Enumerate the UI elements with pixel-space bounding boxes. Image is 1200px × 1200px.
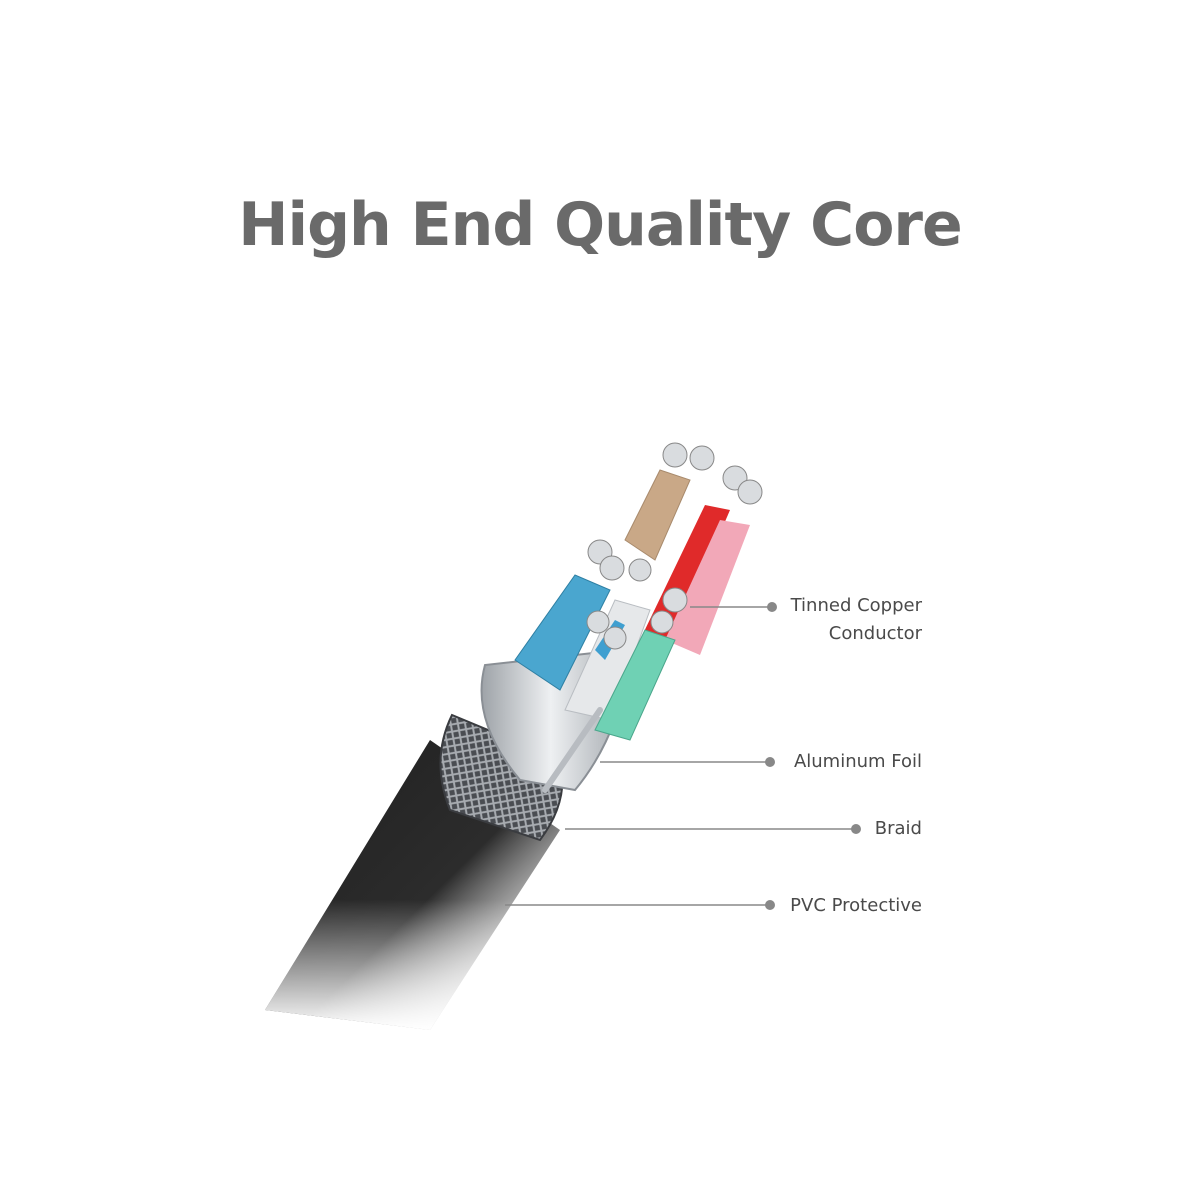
callout-tinned-copper	[690, 602, 777, 612]
label-tinned-copper-conductor: Tinned Copper Conductor	[760, 592, 922, 648]
label-braid: Braid	[874, 818, 922, 839]
label-pvc-protective: PVC Protective	[790, 895, 922, 916]
callout-aluminum-foil	[600, 757, 775, 767]
callout-braid	[565, 824, 861, 834]
label-aluminum-foil: Aluminum Foil	[793, 751, 922, 772]
label-tinned-copper-line1: Tinned Copper	[790, 595, 922, 616]
page-title: High End Quality Core	[238, 190, 962, 260]
label-tinned-copper-line2: Conductor	[828, 623, 922, 644]
conductor-wires	[514, 442, 763, 793]
callout-pvc-protective	[505, 900, 775, 910]
